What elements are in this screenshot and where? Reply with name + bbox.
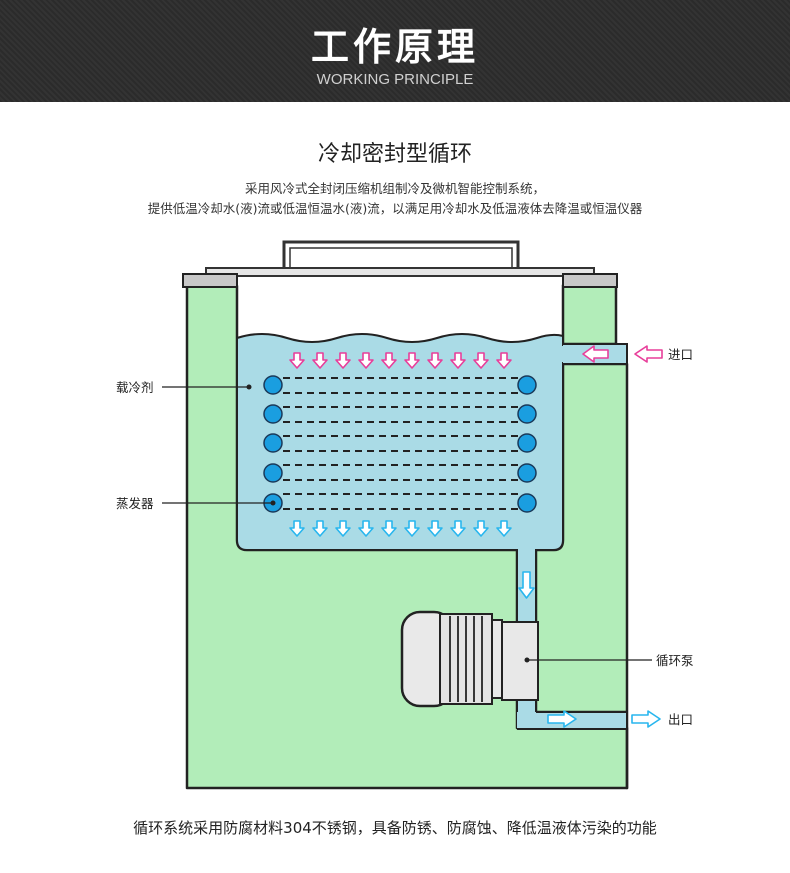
evaporator-coil-tubes [263, 375, 537, 513]
label-outlet: 出口 [668, 712, 693, 727]
drain-flow-arrow [518, 571, 535, 599]
rim-left [182, 273, 238, 288]
header-banner: 工作原理 WORKING PRINCIPLE [0, 0, 790, 102]
circulation-pump [400, 610, 539, 708]
evaporator-coil-lines [283, 377, 518, 510]
label-coolant: 载冷剂 [116, 380, 154, 395]
label-evaporator: 蒸发器 [116, 496, 154, 511]
lid [205, 267, 595, 277]
label-inlet: 进口 [668, 347, 693, 362]
header-title: 工作原理 [310, 25, 479, 69]
description-line-2: 提供低温冷却水(液)流或低温恒温水(液)流，以满足用冷却水及低温液体去降温或恒温… [147, 201, 643, 216]
outlet-arrow-outer [631, 710, 661, 728]
tank-body-right-top [561, 284, 618, 346]
outlet-arrow-inner [547, 710, 577, 728]
rim-right [562, 273, 618, 288]
inlet-arrow-inner [582, 345, 609, 363]
header-subtitle: WORKING PRINCIPLE [316, 71, 474, 88]
inlet-arrow-outer [634, 345, 663, 363]
label-pump: 循环泵 [656, 653, 694, 668]
description-line-1: 采用风冷式全封闭压缩机组制冷及微机智能控制系统， [244, 181, 545, 196]
footer-note: 循环系统采用防腐材料304不锈钢，具备防锈、防腐蚀、降低温液体污染的功能 [133, 819, 657, 837]
coolant-liquid [236, 333, 564, 551]
section-title: 冷却密封型循环 [317, 142, 472, 167]
